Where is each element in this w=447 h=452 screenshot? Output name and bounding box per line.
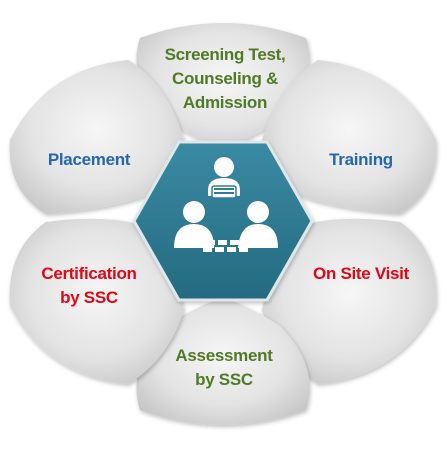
table-papers (203, 240, 248, 252)
petal-onsite (262, 218, 437, 384)
step-assessment-label: Assessment by SSC (175, 346, 273, 389)
petal-screening (136, 23, 310, 148)
step-certification-label: Certification by SSC (41, 264, 137, 307)
step-screening-label: Screening Test, Counseling & Admission (164, 45, 286, 112)
step-training-label: Training (329, 150, 393, 169)
petal-assessment (136, 298, 310, 425)
petal-certification (9, 218, 184, 384)
petal-placement (9, 60, 184, 214)
step-onsite-visit-label: On Site Visit (313, 264, 409, 283)
center-hexagon (132, 140, 314, 302)
step-placement-label: Placement (47, 150, 131, 169)
petal-training (262, 60, 437, 214)
group-meeting-icon (174, 157, 278, 252)
